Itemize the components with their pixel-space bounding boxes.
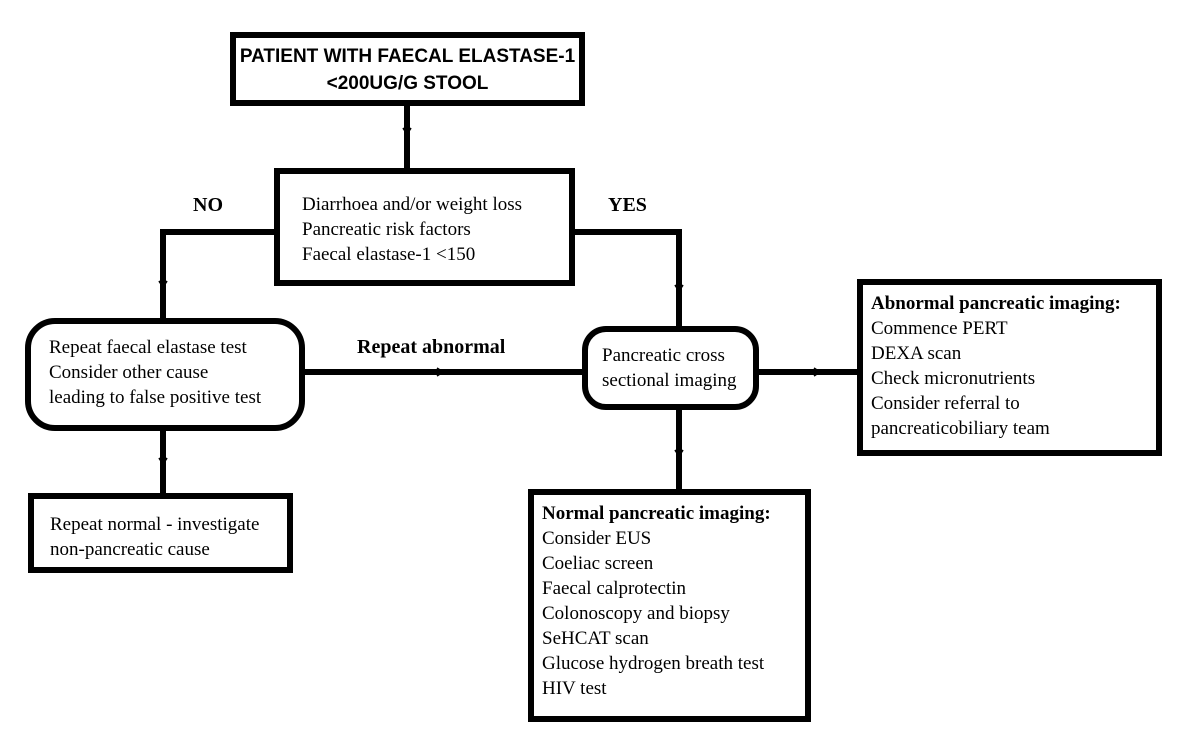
imaging-node-line: Pancreatic cross <box>602 345 725 366</box>
repeat-elastase-node-line: leading to false positive test <box>49 387 262 408</box>
abnormal-imaging-item: Consider referral to <box>871 393 1020 414</box>
repeat-normal-node-line: non-pancreatic cause <box>50 539 210 560</box>
abnormal-imaging-item: DEXA scan <box>871 343 962 364</box>
imaging-node: Pancreatic cross sectional imaging <box>582 326 759 410</box>
normal-imaging-item: SeHCAT scan <box>542 628 649 649</box>
abnormal-imaging-item: pancreaticobiliary team <box>871 418 1050 439</box>
arrowhead-imaging-to-normal <box>674 449 684 458</box>
arrowhead-start-to-decision <box>402 127 412 136</box>
abnormal-imaging-item: Commence PERT <box>871 318 1008 339</box>
start-node-line: <200UG/G STOOL <box>326 73 489 94</box>
edge-label-yes: YES <box>608 194 647 216</box>
arrowhead-decision-to-imaging <box>674 284 684 293</box>
normal-imaging-item: Consider EUS <box>542 528 652 549</box>
start-node-line: PATIENT WITH FAECAL ELASTASE-1 <box>239 46 576 67</box>
imaging-node-line: sectional imaging <box>602 370 737 391</box>
decision-node-line: Pancreatic risk factors <box>302 219 471 240</box>
repeat-elastase-node: Repeat faecal elastase test Consider oth… <box>25 318 305 431</box>
arrowhead-repeat-elastase-to-repeat-normal <box>158 457 168 466</box>
connector-decision-to-imaging <box>572 229 682 329</box>
connector-decision-to-repeat-elastase <box>160 229 277 321</box>
arrowhead-imaging-to-abnormal <box>813 367 822 377</box>
decision-node-line: Faecal elastase-1 <150 <box>302 244 476 265</box>
decision-node: Diarrhoea and/or weight loss Pancreatic … <box>274 168 575 286</box>
abnormal-imaging-item: Check micronutrients <box>871 368 1036 389</box>
arrowhead-repeat-elastase-to-imaging <box>436 367 445 377</box>
abnormal-imaging-title: Abnormal pancreatic imaging: <box>871 293 1121 314</box>
normal-imaging-title: Normal pancreatic imaging: <box>542 503 771 524</box>
normal-imaging-item: Coeliac screen <box>542 553 654 574</box>
normal-imaging-item: Glucose hydrogen breath test <box>542 653 765 674</box>
edge-label-repeat-abnormal: Repeat abnormal <box>357 336 506 358</box>
normal-imaging-item: Faecal calprotectin <box>542 578 687 599</box>
arrowhead-decision-to-repeat-elastase <box>158 280 168 289</box>
normal-imaging-item: Colonoscopy and biopsy <box>542 603 730 624</box>
repeat-normal-node: Repeat normal - investigate non-pancreat… <box>28 493 293 573</box>
normal-imaging-node: Normal pancreatic imaging: Consider EUS … <box>528 489 811 722</box>
decision-node-line: Diarrhoea and/or weight loss <box>302 194 523 215</box>
start-node: PATIENT WITH FAECAL ELASTASE-1 <200UG/G … <box>230 32 585 106</box>
edge-label-no: NO <box>193 194 223 216</box>
abnormal-imaging-node: Abnormal pancreatic imaging: Commence PE… <box>857 279 1162 456</box>
repeat-elastase-node-line: Repeat faecal elastase test <box>49 337 247 358</box>
repeat-normal-node-line: Repeat normal - investigate <box>50 514 260 535</box>
repeat-elastase-node-line: Consider other cause <box>49 362 209 383</box>
normal-imaging-item: HIV test <box>542 678 607 699</box>
